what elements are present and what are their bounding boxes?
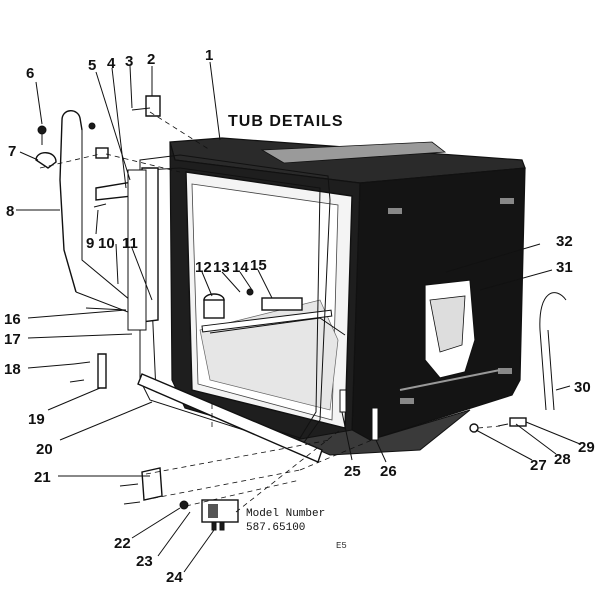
assembly-lines (39, 111, 501, 513)
callout-24: 24 (166, 569, 183, 586)
model-number-label: Model Number (246, 508, 325, 520)
callout-17: 17 (4, 331, 21, 348)
callout-28: 28 (554, 451, 571, 468)
callout-19: 19 (28, 411, 45, 428)
callout-6: 6 (26, 65, 34, 82)
callout-27: 27 (530, 457, 547, 474)
callout-18: 18 (4, 361, 21, 378)
page-mark: E5 (336, 541, 347, 551)
callout-labels: 1 2 3 4 5 6 7 8 9 10 11 12 13 14 15 16 1… (4, 47, 595, 586)
callout-13: 13 (213, 259, 230, 276)
model-number-value: 587.65100 (246, 522, 305, 534)
callout-3: 3 (125, 53, 133, 70)
callout-14: 14 (232, 259, 249, 276)
callout-30: 30 (574, 379, 591, 396)
callout-20: 20 (36, 441, 53, 458)
callout-16: 16 (4, 311, 21, 328)
callout-2: 2 (147, 51, 155, 68)
callout-23: 23 (136, 553, 153, 570)
callout-32: 32 (556, 233, 573, 250)
callout-31: 31 (556, 259, 573, 276)
diagram-title: TUB DETAILS (228, 113, 344, 130)
callout-12: 12 (195, 259, 212, 276)
callout-25: 25 (344, 463, 361, 480)
callout-22: 22 (114, 535, 131, 552)
tub-body (139, 137, 526, 456)
callout-26: 26 (380, 463, 397, 480)
leader-lines (16, 61, 581, 573)
callout-4: 4 (107, 55, 116, 72)
callout-5: 5 (88, 57, 96, 74)
callout-10: 10 (98, 235, 115, 252)
callout-9: 9 (86, 235, 94, 252)
callout-11: 11 (122, 235, 138, 252)
callout-8: 8 (6, 203, 14, 220)
callout-7: 7 (8, 143, 16, 160)
callout-21: 21 (34, 469, 51, 486)
callout-15: 15 (250, 257, 267, 274)
callout-29: 29 (578, 439, 595, 456)
callout-1: 1 (205, 47, 213, 64)
